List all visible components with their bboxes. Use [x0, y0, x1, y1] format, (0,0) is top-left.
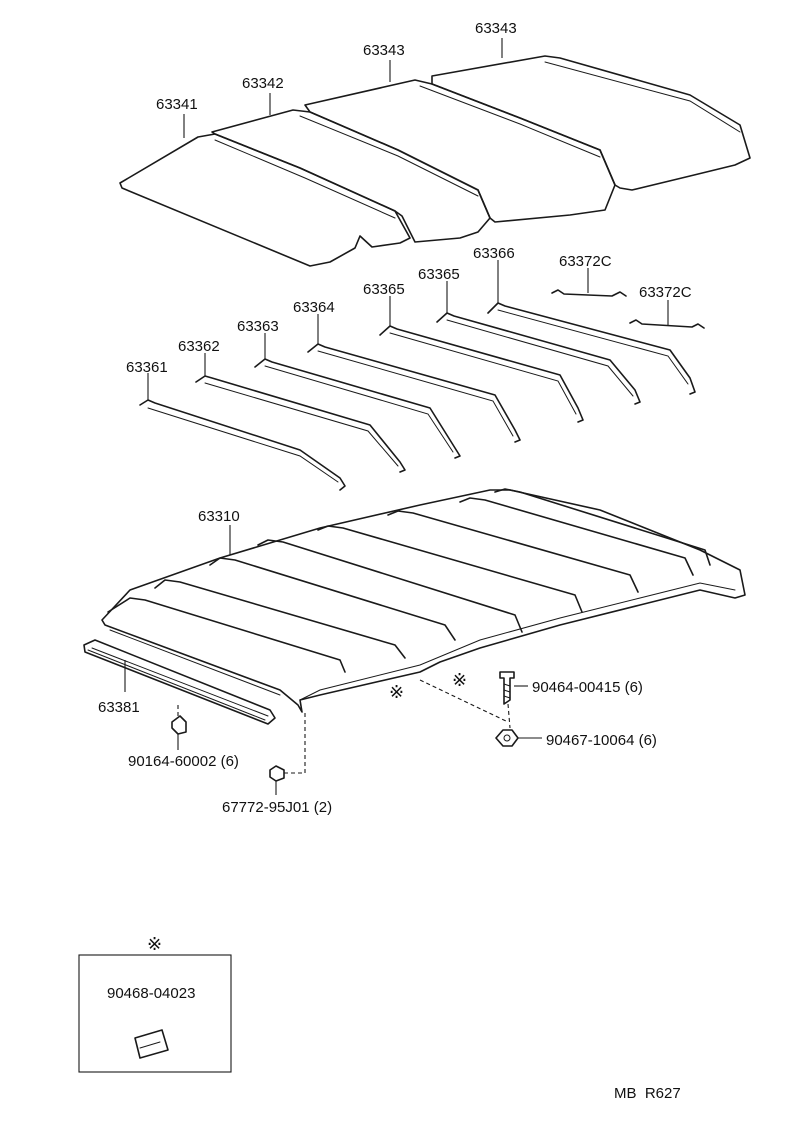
label-63362: 63362: [178, 338, 220, 355]
label-63363: 63363: [237, 318, 279, 335]
roof-bow-63372c-b: [629, 319, 705, 329]
front-trim-63381: [83, 639, 276, 725]
label-63343-b: 63343: [475, 20, 517, 37]
label-63372c-b: 63372C: [639, 284, 692, 301]
roof-bow-63365-a: [379, 325, 584, 423]
label-63366: 63366: [473, 245, 515, 262]
roof-bow-63372c-a: [551, 289, 627, 297]
clip-90467-10064: [495, 729, 519, 747]
ref-mark-right: ※: [452, 670, 467, 691]
label-63364: 63364: [293, 299, 335, 316]
label-63365-b: 63365: [418, 266, 460, 283]
label-63342: 63342: [242, 75, 284, 92]
clip-90164-60002: [171, 705, 187, 735]
roof-bow-63364: [307, 343, 521, 443]
label-63341: 63341: [156, 96, 198, 113]
label-90468-04023: 90468-04023: [107, 985, 195, 1002]
clip-67772-95j01: [269, 712, 306, 782]
label-63361: 63361: [126, 359, 168, 376]
clip-90468-04023: [134, 1029, 169, 1059]
silencer-pad-63343-rear: [431, 55, 751, 191]
label-63343-a: 63343: [363, 42, 405, 59]
silencer-pad-63343-front: [304, 79, 616, 223]
roof-bow-63366: [487, 302, 696, 395]
label-63310: 63310: [198, 508, 240, 525]
label-63365-a: 63365: [363, 281, 405, 298]
inset-box: [78, 954, 232, 1073]
roof-bow-63362: [195, 375, 406, 473]
label-63381: 63381: [98, 699, 140, 716]
roof-bow-63363: [254, 358, 461, 459]
ref-mark-left: ※: [389, 682, 404, 703]
roof-bow-63365-b: [436, 312, 641, 405]
label-63372c-a: 63372C: [559, 253, 612, 270]
label-90467-10064: 90467-10064 (6): [546, 732, 657, 749]
label-90164-60002: 90164-60002 (6): [128, 753, 239, 770]
label-90464-00415: 90464-00415 (6): [532, 679, 643, 696]
ref-dashed-line: [419, 679, 509, 723]
roof-bow-63361: [139, 399, 346, 491]
ref-mark-inset: ※: [147, 934, 162, 955]
label-67772-95j01: 67772-95J01 (2): [222, 799, 332, 816]
screw-90464-00415: [499, 671, 515, 729]
headlining-63310: [101, 488, 746, 713]
diagram-code: MB R627: [614, 1085, 681, 1102]
